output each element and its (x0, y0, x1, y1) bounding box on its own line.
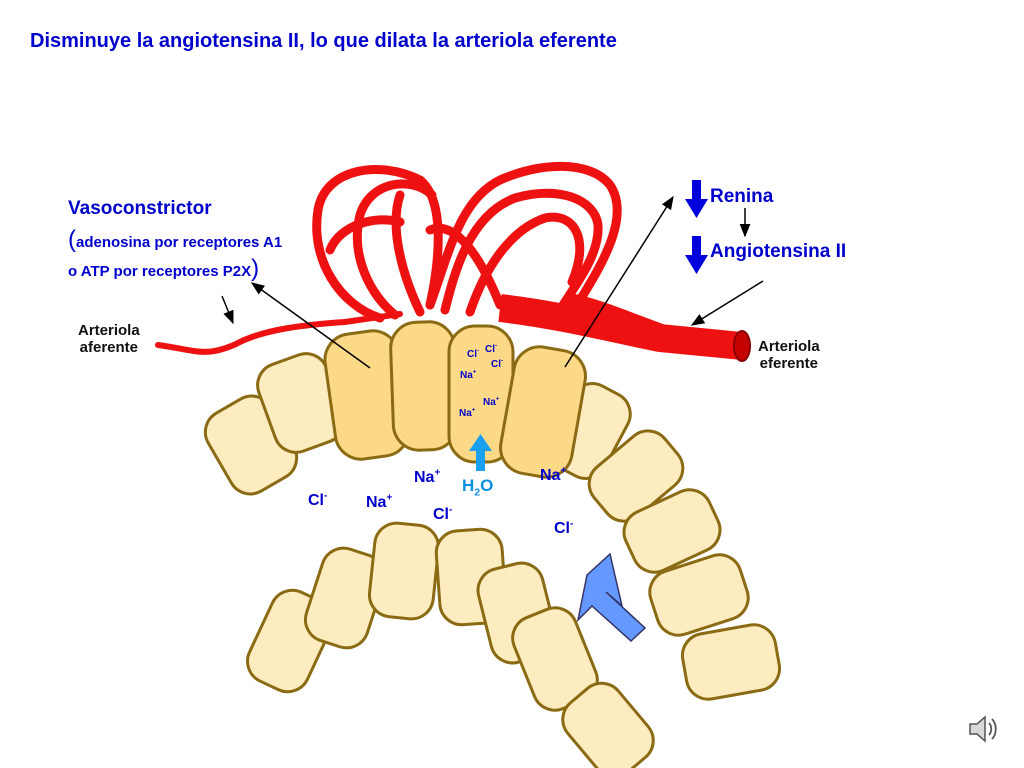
tubular-flow-arrow (576, 552, 647, 643)
angiotensin-decrease-arrow (685, 236, 708, 274)
efferent-label-line1: Arteriola (758, 338, 820, 355)
ion-cl: Cl- (433, 504, 453, 523)
afferent-label-line1: Arteriola (78, 322, 140, 339)
ion-na-small: Na+ (483, 395, 500, 408)
macula-densa-cells (323, 320, 587, 479)
ion-cl: Cl- (308, 490, 328, 509)
ion-na: Na+ (414, 467, 441, 486)
water-flow-arrow (469, 434, 492, 471)
glomerular-capillaries (312, 161, 622, 323)
pointer-arrows (221, 195, 764, 369)
efferent-lumen (733, 330, 751, 362)
ion-na-small: Na+ (460, 368, 477, 381)
vasoconstrictor-line1: adenosina por receptores A1 (76, 234, 283, 251)
efferent-arteriole-label: Arteriola eferente (758, 338, 820, 372)
vasoconstrictor-line2: o ATP por receptores P2X (68, 263, 252, 280)
ion-na-small: Na+ (459, 406, 476, 419)
tubule-cells-lower (246, 521, 655, 768)
open-paren: ( (68, 226, 76, 253)
renin-decrease-arrow (685, 180, 708, 218)
close-paren: ) (251, 255, 260, 282)
afferent-arteriole-label: Arteriola aferente (78, 322, 140, 356)
afferent-label-line2: aferente (79, 339, 139, 356)
ion-na: Na+ (366, 492, 393, 511)
vasoconstrictor-label: Vasoconstrictor (68, 198, 212, 219)
water-label: H2O (462, 476, 494, 499)
renin-label: Renina (710, 186, 774, 207)
ion-cl-small: Cl- (467, 347, 480, 360)
ion-na: Na+ (540, 465, 567, 484)
slide-title: Disminuye la angiotensina II, lo que dil… (30, 30, 617, 52)
ion-cl-small: Cl- (491, 357, 504, 370)
ion-cl-small: Cl- (485, 342, 498, 355)
afferent-arteriole (155, 311, 403, 355)
speaker-icon[interactable] (966, 712, 1000, 746)
efferent-label-line2: eferente (759, 355, 819, 372)
angiotensin-label: Angiotensina II (710, 241, 847, 262)
ion-cl: Cl- (554, 518, 574, 537)
vasoconstrictor-detail-line2: o ATP por receptores P2X) (68, 255, 259, 283)
efferent-arteriole (498, 294, 744, 360)
vasoconstrictor-detail-line1: (adenosina por receptores A1 (68, 226, 282, 254)
